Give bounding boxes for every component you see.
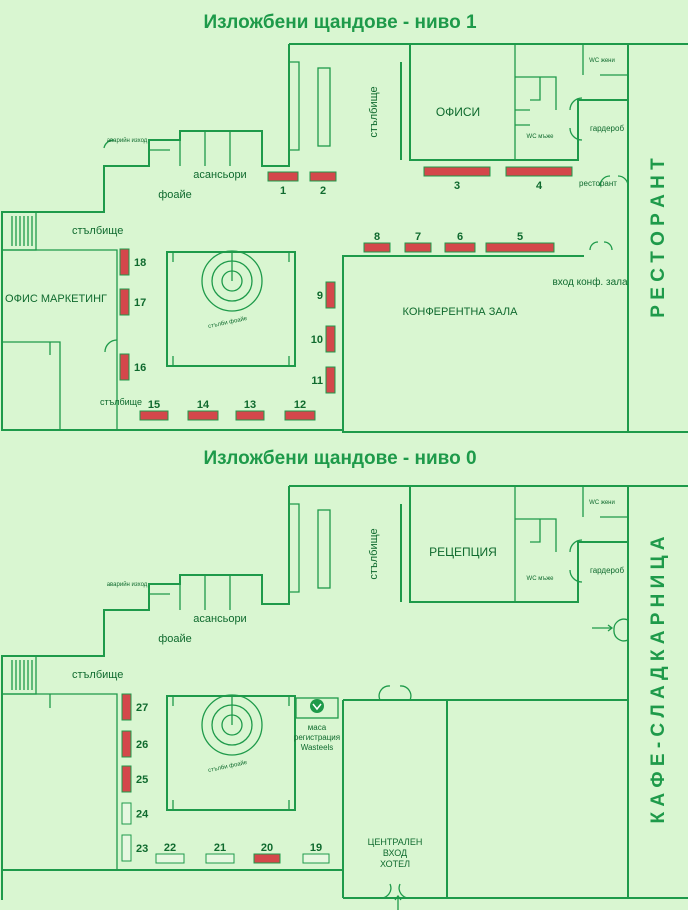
room-marketing-office: ОФИС МАРКЕТИНГ [5,293,107,305]
stand-label-10: 10 [311,334,323,346]
stairs-left-label: стълбище [72,225,123,237]
registration-label-1: маса [308,723,327,732]
stand-label-22: 22 [164,842,176,854]
stairs-bottom-label: стълбище [100,397,142,407]
foyer-label: фоайе [158,189,192,201]
stand-label-25: 25 [136,774,148,786]
stand-label-4: 4 [536,180,543,192]
stand-24[interactable] [121,802,132,825]
stand-14[interactable] [187,410,219,421]
stairs-top-label-l0: стълбище [368,528,380,579]
stand-label-6: 6 [457,231,463,243]
stand-9[interactable] [325,281,336,309]
stand-label-24: 24 [136,809,149,821]
stand-label-5: 5 [517,231,523,243]
stairs-top-label: стълбище [368,86,380,137]
stand-label-16: 16 [134,362,146,374]
stand-label-2: 2 [320,185,326,197]
stand-label-19: 19 [310,842,322,854]
stand-20[interactable] [253,853,281,864]
restaurant-arrow-label: ресторант [579,179,617,188]
stand-26[interactable] [121,730,132,758]
stand-label-17: 17 [134,297,146,309]
emergency-exit-label-l0: аварийн изход [107,581,148,588]
stairs-left-label-l0: стълбище [72,669,123,681]
emergency-exit-label: аварийн изход [107,137,148,144]
stand-7[interactable] [404,242,432,253]
level0-stands: 19 20 21 22 23 24 25 26 27 [121,693,330,864]
stand-8[interactable] [363,242,391,253]
stand-2[interactable] [309,171,337,182]
stand-label-9: 9 [317,290,323,302]
registration-label-3: Wasteels [301,743,334,752]
stand-15[interactable] [139,410,169,421]
stand-label-1: 1 [280,185,286,197]
stand-label-18: 18 [134,257,146,269]
stand-label-7: 7 [415,231,421,243]
conference-entrance-label: вход конф. зала [552,276,627,288]
elevators-label-l0: асансьори [193,613,246,625]
stand-label-26: 26 [136,739,148,751]
stand-5[interactable] [485,242,555,253]
hotel-entrance-label-3: ХОТЕЛ [380,859,410,869]
level0-title: Изложбени щандове - ниво 0 [203,448,476,469]
room-cafe: К А Ф Е - С Л А Д К А Р Н И Ц А [648,536,669,823]
stand-10[interactable] [325,325,336,353]
level1-title: Изложбени щандове - ниво 1 [203,12,477,33]
elevators-label: асансьори [193,169,246,181]
stand-27[interactable] [121,693,132,721]
stand-label-13: 13 [244,399,256,411]
stand-23[interactable] [121,834,132,862]
room-restaurant: Р Е С Т О Р А Н Т [648,158,669,318]
stand-13[interactable] [235,410,265,421]
stand-17[interactable] [119,288,130,316]
stand-18[interactable] [119,248,130,276]
wasteels-logo-icon [310,699,324,713]
room-reception: РЕЦЕПЦИЯ [429,545,497,559]
stand-label-14: 14 [197,399,210,411]
room-offices: ОФИСИ [436,105,480,119]
room-wc-women: WC жени [589,58,615,64]
foyer-label-l0: фоайе [158,633,192,645]
room-wc-men: WC мъже [527,134,555,140]
stand-25[interactable] [121,765,132,793]
stand-6[interactable] [444,242,476,253]
hotel-entrance-label-1: ЦЕНТРАЛЕН [368,837,423,847]
stand-12[interactable] [284,410,316,421]
stand-label-27: 27 [136,702,148,714]
foyer-stairs-label: стълби фоайе [208,315,249,330]
hotel-entrance-label-2: ВХОД [383,848,407,858]
stand-21[interactable] [205,853,235,864]
stand-label-23: 23 [136,843,148,855]
room-conference-hall: КОНФЕРЕНТНА ЗАЛА [403,306,519,318]
stand-label-11: 11 [311,375,323,387]
stand-11[interactable] [325,366,336,394]
stand-16[interactable] [119,353,130,381]
stand-3[interactable] [423,166,491,177]
room-wc-women-l0: WC жени [589,500,615,506]
stand-19[interactable] [302,853,330,864]
foyer-stairs-label-l0: стълби фоайе [208,759,249,774]
stand-label-20: 20 [261,842,273,854]
stand-label-21: 21 [214,842,226,854]
stand-22[interactable] [155,853,185,864]
stand-4[interactable] [505,166,573,177]
room-wardrobe: гардероб [590,124,624,133]
stand-1[interactable] [267,171,299,182]
room-wc-men-l0: WC мъже [527,576,555,582]
registration-label-2: регистрация [294,733,340,742]
stand-label-8: 8 [374,231,380,243]
stand-label-12: 12 [294,399,306,411]
stand-label-15: 15 [148,399,160,411]
room-wardrobe-l0: гардероб [590,566,624,575]
stand-label-3: 3 [454,180,460,192]
